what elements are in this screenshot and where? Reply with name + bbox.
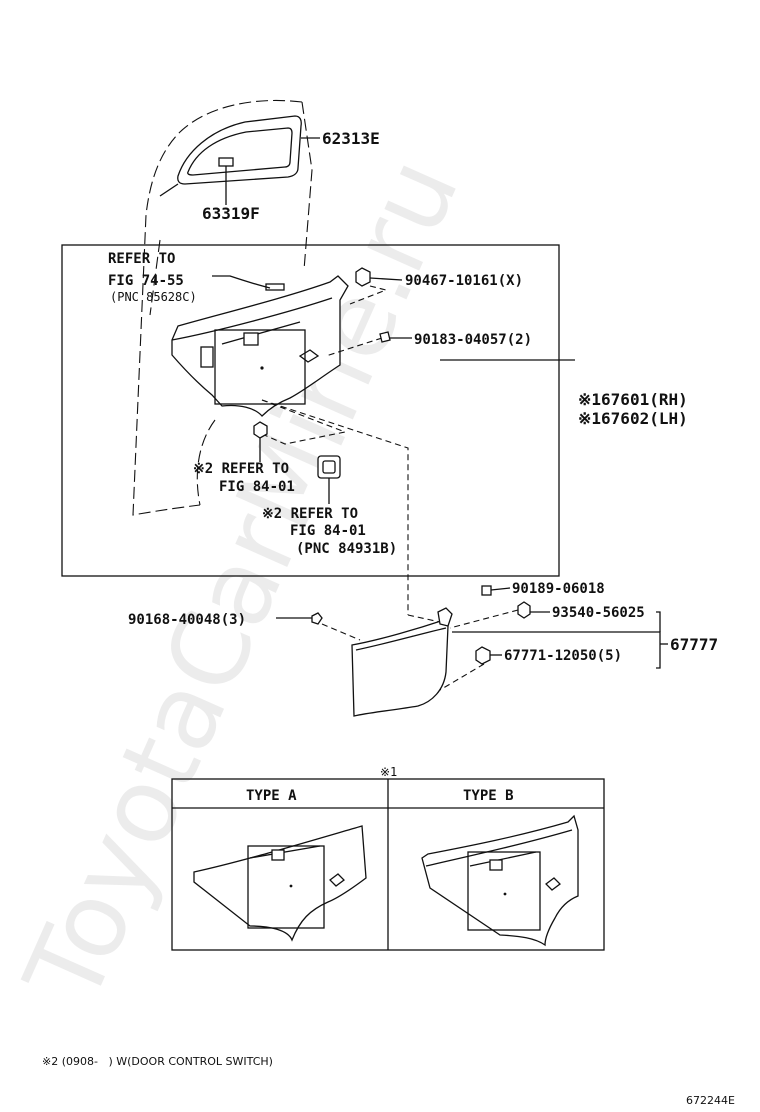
assembly-box xyxy=(61,244,560,577)
label-62313e: 62313E xyxy=(322,129,380,148)
clip-90168 xyxy=(276,612,323,625)
clip-67771 xyxy=(475,646,502,665)
label-67777: 67777 xyxy=(670,635,718,654)
refer-fig-84-01-a-line1: ※2 REFER TO xyxy=(193,461,289,477)
door-trim-panel xyxy=(171,275,349,417)
refer-fig-74-55-line3: (PNC 85628C) xyxy=(110,290,197,304)
label-93540: 93540-56025 xyxy=(552,605,645,621)
refer-fig-74-55-line2: FIG 74-55 xyxy=(108,273,184,289)
refer-fig-74-55-line1: REFER TO xyxy=(108,251,175,267)
clip-90189 xyxy=(481,585,511,596)
figure-id: 672244E xyxy=(686,1094,735,1107)
type-b-panel xyxy=(421,814,579,947)
clip-90467 xyxy=(355,267,403,287)
clip-63319f xyxy=(218,157,234,205)
label-63319f: 63319F xyxy=(202,204,260,223)
label-90189: 90189-06018 xyxy=(512,581,605,597)
type-a-panel xyxy=(193,825,367,942)
label-90183: 90183-04057(2) xyxy=(414,332,532,348)
label-90467: 90467-10161(X) xyxy=(405,273,523,289)
variants-marker: ※1 xyxy=(380,765,397,779)
variants-table xyxy=(171,778,605,951)
refer-fig-84-01-a-line2: FIG 84-01 xyxy=(219,479,295,495)
switch-screw xyxy=(253,421,268,462)
label-90168: 90168-40048(3) xyxy=(128,612,246,628)
refer-fig-84-01-b-line3: (PNC 84931B) xyxy=(296,541,397,557)
refer-fig-84-01-b-line1: ※2 REFER TO xyxy=(262,506,358,522)
label-67601: ※167601(RH) xyxy=(578,390,688,409)
door-switch xyxy=(317,455,341,504)
type-b-header: TYPE B xyxy=(463,788,514,804)
refer-fig-84-01-b-line2: FIG 84-01 xyxy=(290,523,366,539)
screw-93540 xyxy=(517,601,550,619)
footnote: ※2 (0908- ) W(DOOR CONTROL SWITCH) xyxy=(42,1055,273,1068)
clip-90183 xyxy=(379,331,412,343)
label-67771: 67771-12050(5) xyxy=(504,648,622,664)
label-67602: ※167602(LH) xyxy=(578,409,688,428)
door-outline xyxy=(132,99,313,516)
pocket-panel xyxy=(351,607,453,717)
window-frame-part xyxy=(159,115,302,197)
type-a-header: TYPE A xyxy=(246,788,297,804)
